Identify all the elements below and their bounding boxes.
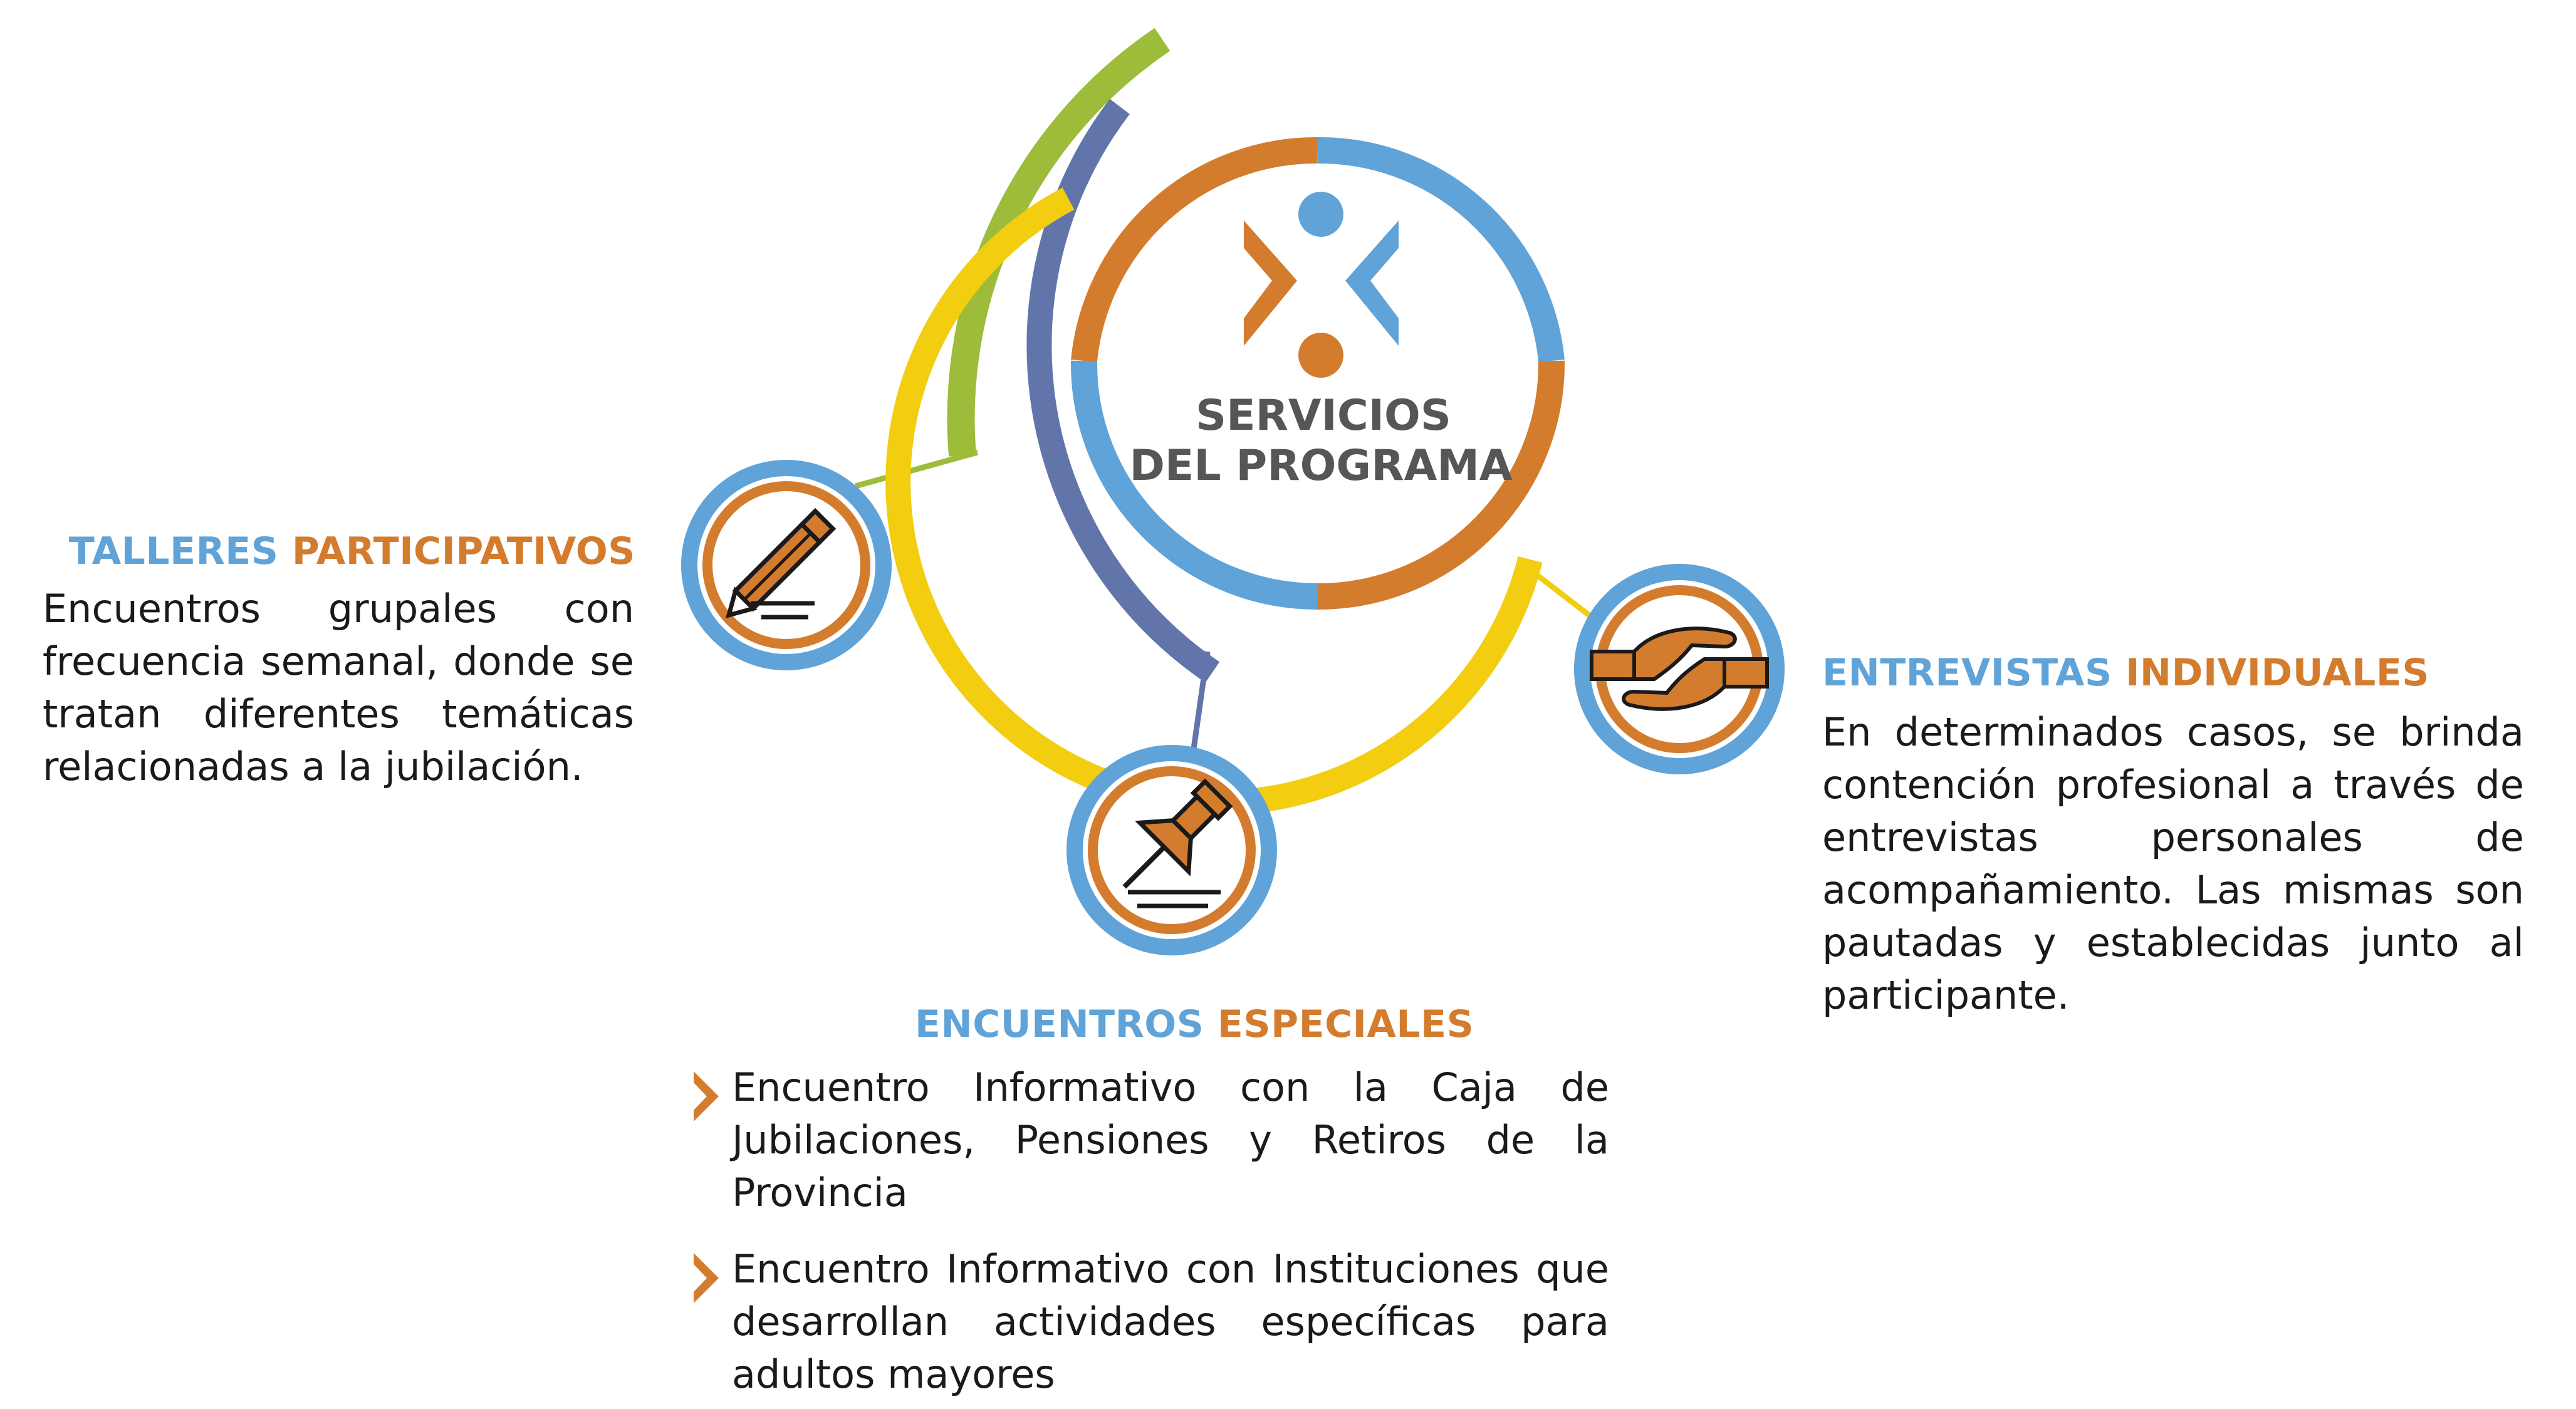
pushpin-icon bbox=[1122, 778, 1233, 889]
encuentros-item-2: Encuentro Informativo con Instituciones … bbox=[694, 1243, 1609, 1401]
center-title-line1: SERVICIOS bbox=[1196, 391, 1451, 440]
slate-arc bbox=[1026, 98, 1220, 683]
green-arc bbox=[947, 28, 1171, 457]
entrevistas-title-part2: INDIVIDUALES bbox=[2125, 651, 2430, 695]
entrevistas-icon-circle bbox=[1574, 564, 1785, 774]
encuentros-item-1-text: Encuentro Informativo con la Caja de Jub… bbox=[732, 1064, 1609, 1215]
encuentros-title: ENCUENTROS ESPECIALES bbox=[915, 1006, 1474, 1043]
entrevistas-title-part1: ENTREVISTAS bbox=[1822, 651, 2112, 695]
yellow-arc bbox=[885, 187, 1543, 816]
talleres-title-part2: PARTICIPATIVOS bbox=[291, 529, 635, 573]
encuentros-icon-circle bbox=[1066, 745, 1277, 955]
talleres-title: TALLERES PARTICIPATIVOS bbox=[69, 533, 635, 570]
chevron-right-icon bbox=[694, 1071, 719, 1121]
talleres-description: Encuentros grupales con frecuencia seman… bbox=[43, 586, 634, 789]
talleres-title-part1: TALLERES bbox=[68, 529, 279, 573]
center-ring bbox=[1070, 137, 1565, 610]
center-title-line2: DEL PROGRAMA bbox=[1129, 441, 1512, 491]
encuentros-item-2-text: Encuentro Informativo con Instituciones … bbox=[732, 1246, 1609, 1397]
encuentros-title-part1: ENCUENTROS bbox=[915, 1002, 1204, 1046]
program-logo-icon bbox=[1244, 192, 1399, 378]
chevron-right-icon bbox=[694, 1253, 719, 1303]
entrevistas-title: ENTREVISTAS INDIVIDUALES bbox=[1822, 654, 2429, 692]
pencil-icon bbox=[726, 507, 837, 620]
connector-talleres bbox=[854, 449, 979, 489]
talleres-icon-circle bbox=[681, 460, 892, 670]
handshake-icon bbox=[1590, 627, 1769, 711]
entrevistas-description: En determinados casos, se brinda contenc… bbox=[1822, 709, 2524, 1018]
encuentros-item-1: Encuentro Informativo con la Caja de Jub… bbox=[694, 1061, 1609, 1219]
encuentros-title-part2: ESPECIALES bbox=[1217, 1002, 1474, 1046]
